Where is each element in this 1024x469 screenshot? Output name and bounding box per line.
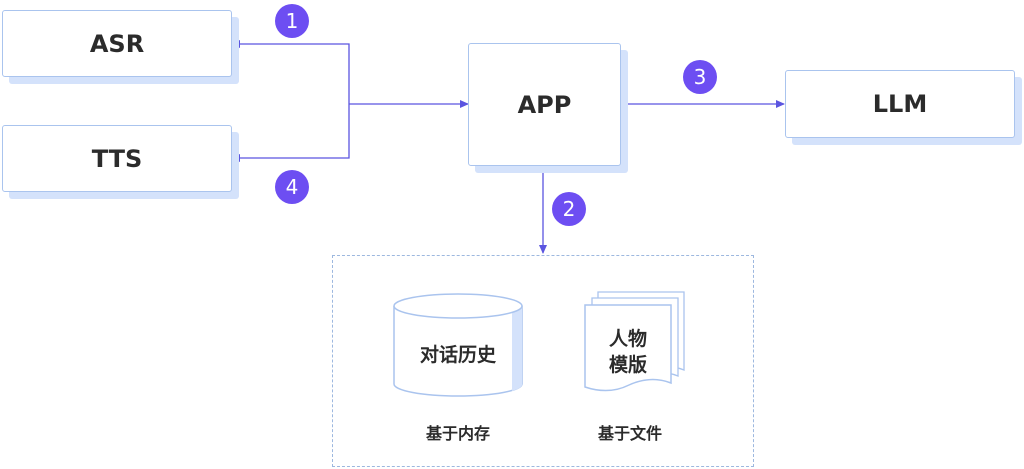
template-label-line1: 人物 — [608, 328, 647, 350]
database-cylinder-icon — [393, 293, 523, 397]
storage-group — [332, 255, 754, 467]
tts-box: TTS — [2, 125, 232, 192]
step-badge-1: 1 — [275, 4, 309, 38]
step-badge-4: 4 — [275, 170, 309, 204]
app-label: APP — [517, 90, 572, 119]
step-badge-3: 3 — [683, 60, 717, 94]
template-label-line2: 模版 — [608, 354, 647, 376]
history-caption: 基于内存 — [425, 424, 490, 443]
app-box: APP — [468, 43, 621, 166]
llm-label: LLM — [872, 90, 928, 118]
history-label: 对话历史 — [419, 344, 496, 366]
arrow-to-tts — [231, 104, 350, 162]
step-badge-2: 2 — [552, 192, 586, 226]
asr-label: ASR — [89, 29, 145, 58]
document-stack-icon — [584, 291, 685, 392]
arrow-to-asr — [231, 40, 350, 104]
llm-box: LLM — [785, 70, 1015, 138]
asr-box: ASR — [2, 10, 232, 77]
template-caption: 基于文件 — [597, 424, 662, 443]
tts-label: TTS — [91, 144, 143, 173]
